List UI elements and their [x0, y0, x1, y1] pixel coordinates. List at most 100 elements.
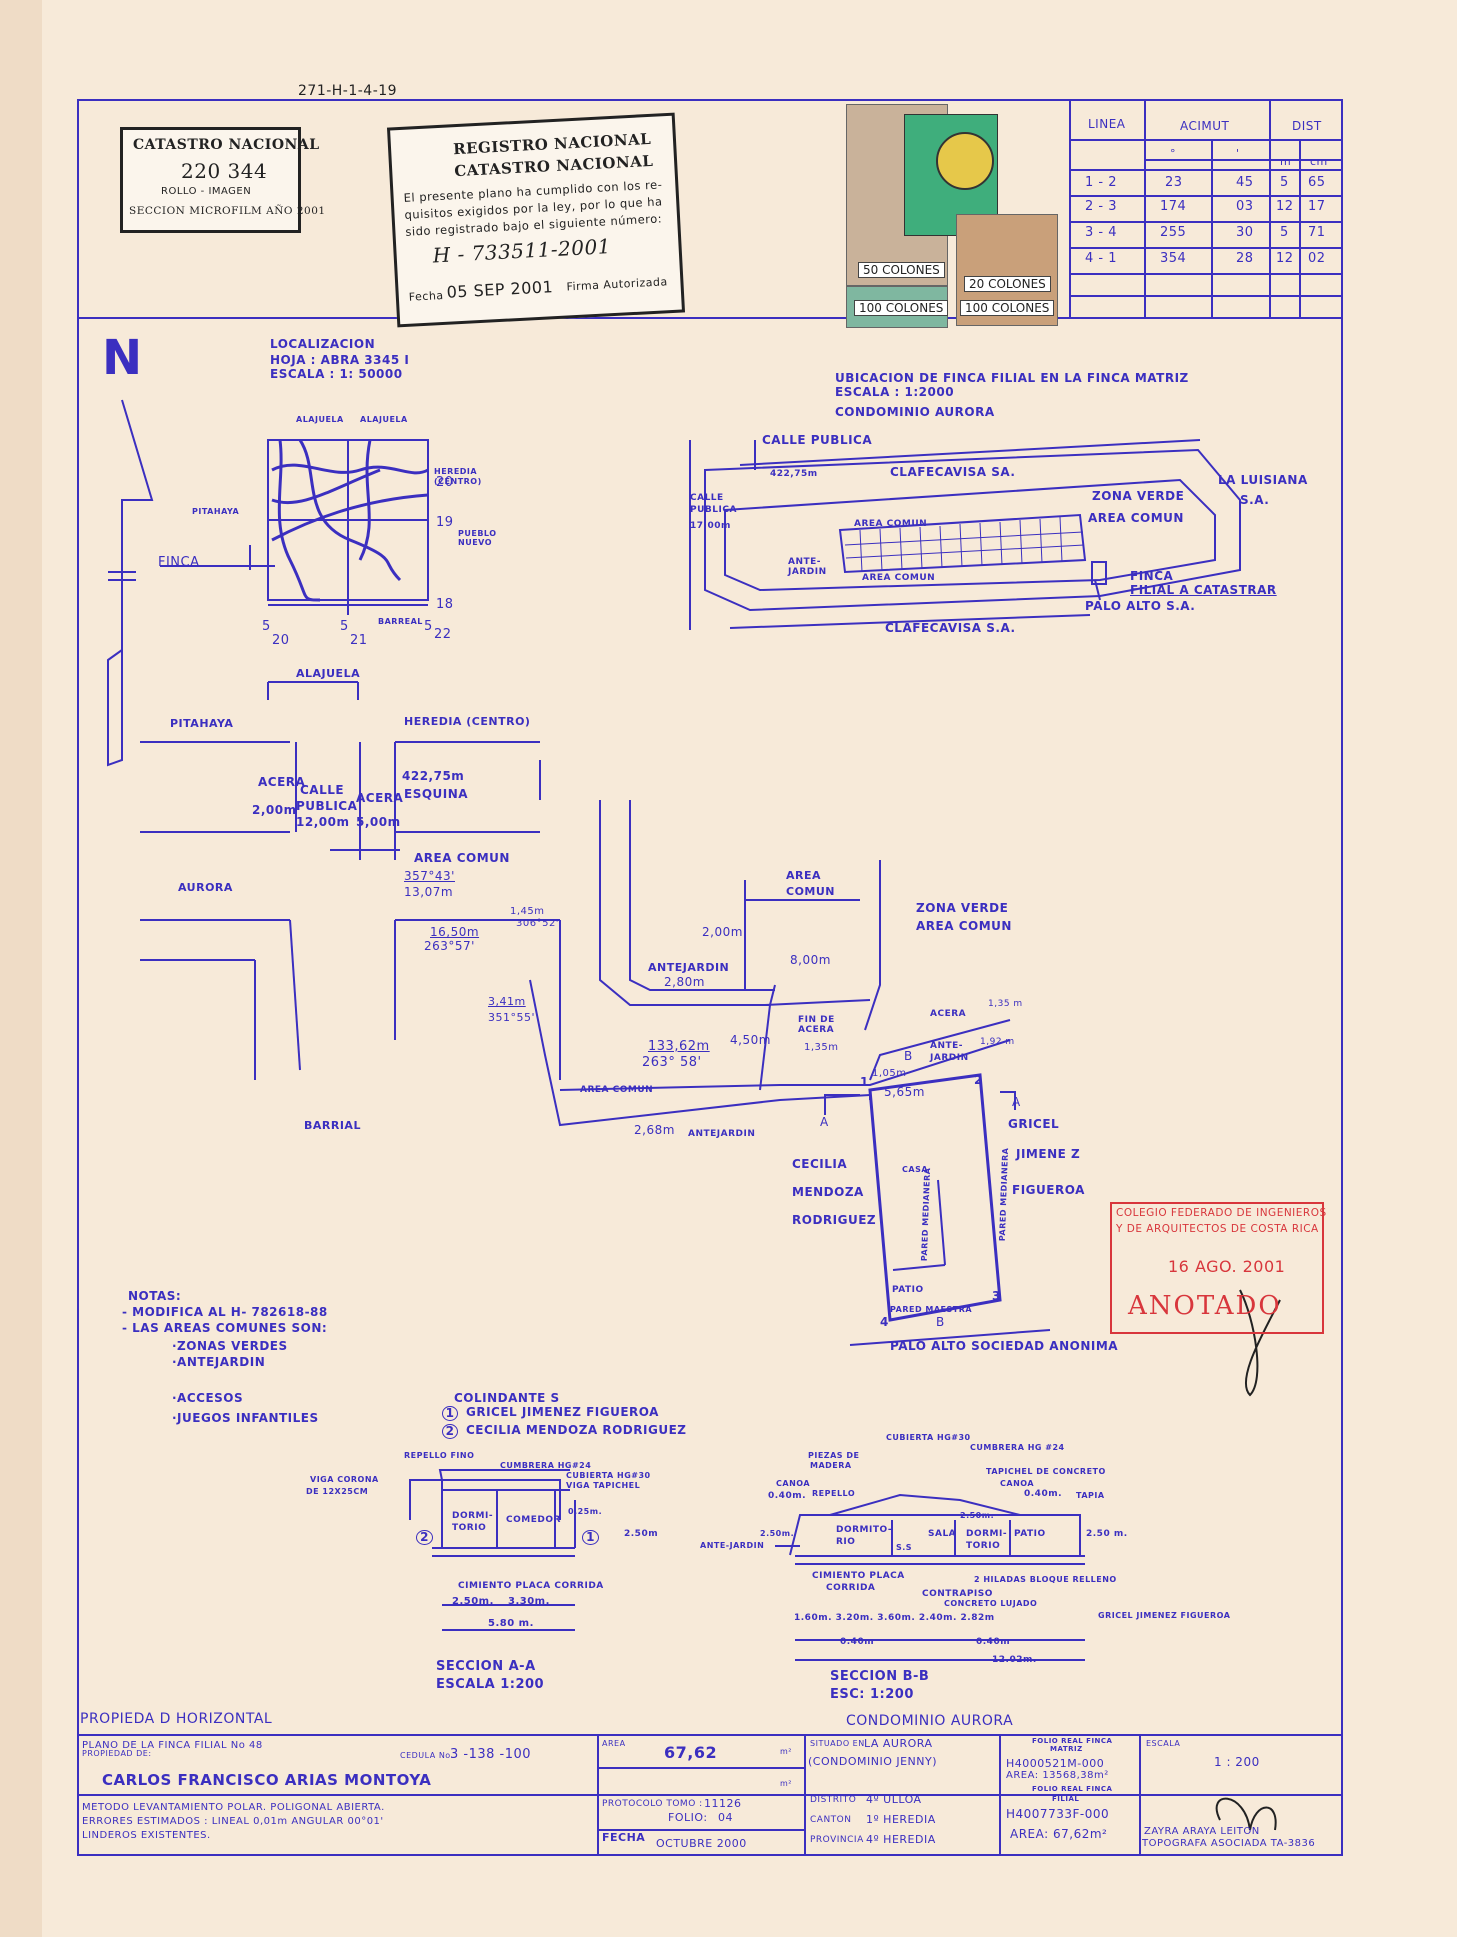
bb-canoa: CANOA: [776, 1479, 811, 1488]
table-row-linea: 4 - 1: [1085, 251, 1117, 266]
stamp-label-100a: 100 COLONES: [854, 300, 949, 316]
stamp-label-20: 20 COLONES: [964, 276, 1051, 292]
aa-height-025: 0.25m.: [568, 1507, 603, 1516]
table-row-cm: 17: [1308, 199, 1326, 214]
propiedad-horizontal: PROPIEDA D HORIZONTAL: [80, 1711, 273, 1727]
point-3: 3: [992, 1289, 1001, 1303]
table-row-linea: 1 - 2: [1085, 175, 1117, 190]
table-row-deg: 255: [1160, 225, 1187, 240]
fecha-value: OCTUBRE 2000: [656, 1837, 747, 1850]
grid-label: 5: [424, 619, 433, 634]
table-row-cm: 02: [1308, 251, 1326, 266]
bb-concreto: CONCRETO LUJADO: [944, 1599, 1038, 1608]
bb-ss: S.S: [896, 1543, 913, 1552]
detail-distance-200: 2,00m: [702, 925, 743, 939]
detail-area-comun-b: AREA COMUN: [580, 1085, 654, 1095]
table-row-cm: 65: [1308, 175, 1326, 190]
detail-antejardin-b: ANTEJARDIN: [688, 1129, 756, 1139]
propiedad-de: PROPIEDAD DE:: [82, 1749, 152, 1758]
grid-label: 21: [350, 633, 368, 648]
access-azimuth-4: 351°55': [488, 1011, 536, 1024]
detail-distance-13362: 133,62m: [648, 1039, 710, 1054]
bb-dim-040c: 0.40m: [840, 1637, 875, 1647]
cedula: 3 -138 -100: [450, 1747, 532, 1762]
detail-ante-jardin: ANTE-: [930, 1041, 964, 1051]
bb-patio: PATIO: [1014, 1529, 1046, 1539]
detail-acera: ACERA: [930, 1009, 967, 1019]
fecha-label: FECHA: [602, 1831, 646, 1844]
detail-distance-105: 1,05m: [872, 1068, 907, 1079]
neighbor-gricel: GRICEL: [1008, 1117, 1060, 1131]
access-heredia: HEREDIA (CENTRO): [404, 715, 531, 728]
note-item: ·ACCESOS: [172, 1391, 244, 1405]
colegio-date: 16 AGO. 2001: [1168, 1257, 1286, 1276]
folio-label: FOLIO:: [668, 1811, 708, 1824]
folio-matriz: H4000521M-000: [1006, 1757, 1105, 1770]
bb-cubierta: CUBIERTA HG#30: [886, 1433, 971, 1442]
folio-matriz-label-2: MATRIZ: [1050, 1745, 1083, 1753]
colegio-line2: Y DE ARQUITECTOS DE COSTA RICA: [1116, 1223, 1319, 1235]
situado-value: LA AURORA: [864, 1737, 933, 1750]
access-calle-width: 12,00m: [296, 815, 350, 829]
bb-dim-total: 12.02m.: [992, 1655, 1037, 1665]
condominio-jenny: (CONDOMINIO JENNY): [808, 1755, 938, 1768]
north-letter: N: [102, 330, 142, 386]
topografa-2: TOPOGRAFA ASOCIADA TA-3836: [1142, 1838, 1316, 1849]
ubicacion-publica-side: PUBLICA: [690, 505, 737, 515]
location-hoja: HOJA : ABRA 3345 I: [270, 353, 410, 367]
area-unit-2: m²: [780, 1779, 792, 1788]
provincia-value: 4º HEREDIA: [866, 1833, 936, 1846]
aa-title: SECCION A-A: [436, 1659, 536, 1674]
location-alajuela: ALAJUELA: [296, 415, 344, 424]
folio-filial: H4007733F-000: [1006, 1807, 1110, 1821]
area-matriz: AREA: 13568,38m²: [1006, 1770, 1109, 1781]
ubicacion-area-comun-inner-2: AREA COMUN: [862, 573, 936, 583]
table-header-linea: LINEA: [1088, 117, 1126, 131]
location-escala: ESCALA : 1: 50000: [270, 367, 403, 381]
table-row-cm: 71: [1308, 225, 1326, 240]
detail-distance-135: 1,35m: [804, 1042, 839, 1053]
access-alajuela: ALAJUELA: [296, 667, 361, 680]
registro-plan-number: H - 733511-2001: [432, 234, 612, 268]
table-row-min: 03: [1236, 199, 1254, 214]
colindante-number: 1: [442, 1406, 458, 1422]
access-azimuth-2: 263°57': [424, 939, 475, 953]
location-heredia-centro: (CENTRO): [434, 477, 482, 486]
paper-edge: [0, 0, 42, 1937]
colegio-status: ANOTADO: [1128, 1291, 1282, 1321]
aa-viga-tapichel: VIGA TAPICHEL: [566, 1481, 641, 1490]
bb-dim-040b: 0.40m.: [1024, 1489, 1063, 1499]
condominio-aurora: CONDOMINIO AURORA: [846, 1713, 1014, 1729]
escala-value: 1 : 200: [1214, 1755, 1260, 1769]
location-barreal: BARREAL: [378, 617, 423, 626]
bb-cumbrera: CUMBRERA HG #24: [970, 1443, 1065, 1452]
cedula-label: CEDULA No.: [400, 1751, 454, 1760]
table-row-linea: 3 - 4: [1085, 225, 1117, 240]
detail-area: AREA: [786, 869, 822, 882]
access-acera-2: ACERA: [356, 791, 404, 805]
bb-dormitorio-b: DORMI-: [966, 1529, 1008, 1539]
aa-cumbrera: CUMBRERA HG#24: [500, 1461, 592, 1470]
table-row-linea: 2 - 3: [1085, 199, 1117, 214]
metodo-3: LINDEROS EXISTENTES.: [82, 1830, 211, 1841]
aa-height-250: 2.50m: [624, 1529, 659, 1539]
bb-escala: ESC: 1:200: [830, 1687, 914, 1702]
bb-dim-040: 0.40m.: [768, 1491, 807, 1501]
folio-value: 04: [718, 1811, 733, 1824]
grid-label: 5: [340, 619, 349, 634]
note-item: - LAS AREAS COMUNES SON:: [122, 1321, 328, 1335]
catastro-stamp: CATASTRO NACIONAL 220 344 ROLLO - IMAGEN…: [120, 127, 325, 233]
ubicacion-antejardin-2: JARDIN: [788, 567, 827, 577]
marker-a-left: A: [820, 1115, 829, 1129]
stamp-label-100b: 100 COLONES: [960, 300, 1055, 316]
situado-label: SITUADO EN: [810, 1739, 865, 1748]
table-row-m: 5: [1280, 225, 1289, 240]
aa-dormitorio-2: TORIO: [452, 1523, 487, 1533]
access-distance-2: 16,50m: [430, 925, 480, 939]
folio-filial-label: FOLIO REAL FINCA: [1032, 1785, 1113, 1793]
reference-number: 271-H-1-4-19: [298, 83, 398, 99]
folio-matriz-label: FOLIO REAL FINCA: [1032, 1737, 1113, 1745]
table-row-deg: 23: [1165, 175, 1183, 190]
distrito-label: DISTRITO: [810, 1795, 857, 1805]
location-alajuela-2: ALAJUELA: [360, 415, 408, 424]
